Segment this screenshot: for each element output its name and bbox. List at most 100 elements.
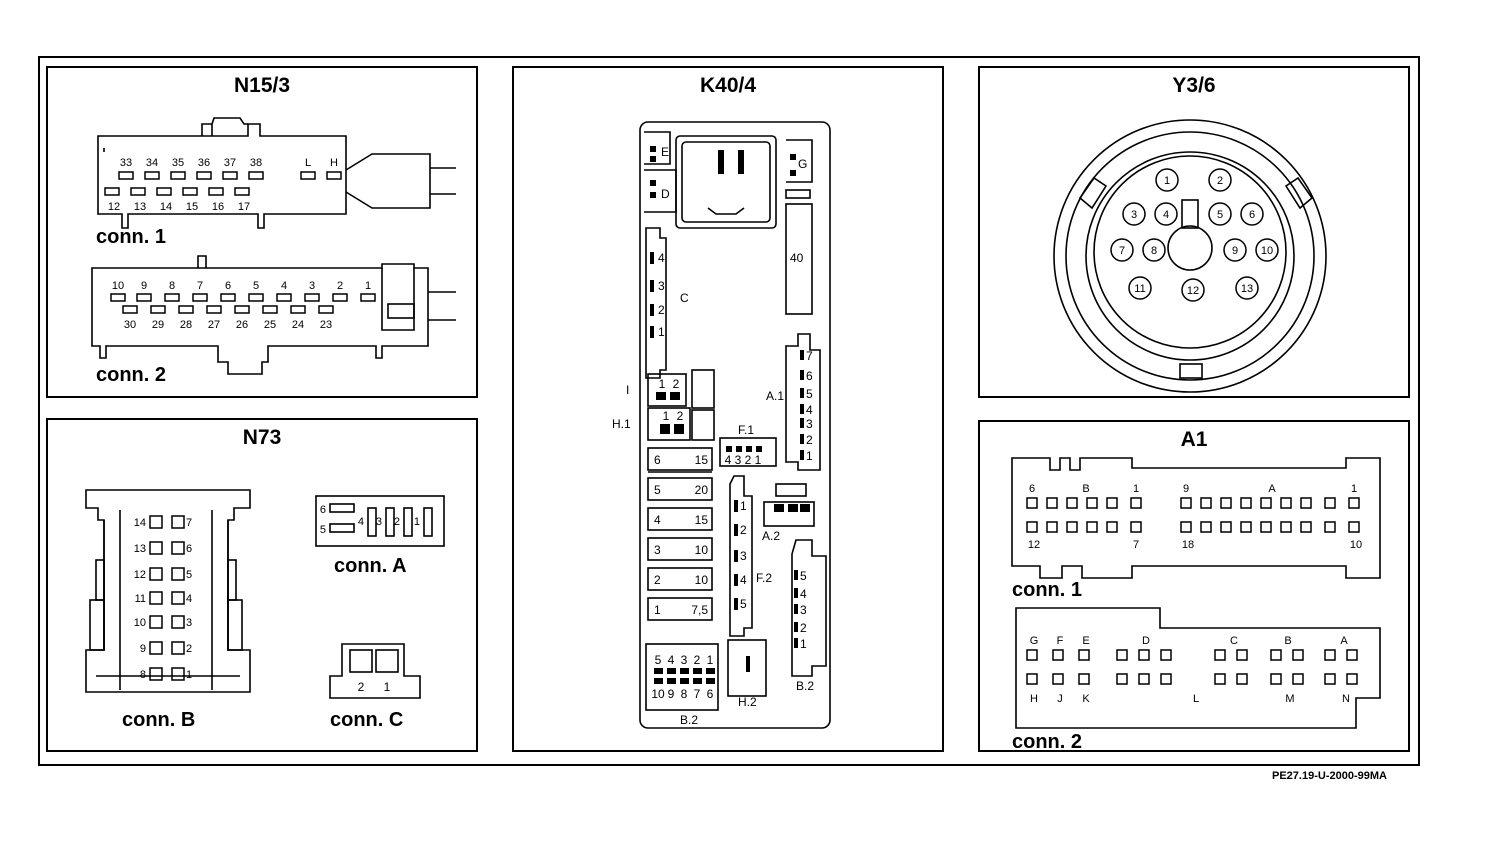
n15-conn2-pin <box>136 293 152 302</box>
n15-conn2-pin <box>122 305 138 314</box>
k40-fuse-number: 2 <box>654 573 661 587</box>
a1-conn2-letter: J <box>1057 693 1063 705</box>
k40-label-c: C <box>680 291 689 305</box>
n15-conn1-pin-label: 17 <box>238 201 250 213</box>
y3-6-pin-label: 12 <box>1187 285 1199 297</box>
n15-conn2-pin-label: 8 <box>169 280 175 292</box>
n15-conn1-pin <box>118 171 134 180</box>
n15-conn1-pin <box>170 171 186 180</box>
y3-6-pin-label: 10 <box>1261 245 1273 257</box>
n15-conn1-pin <box>182 187 198 196</box>
n73-connb-pin <box>171 515 185 529</box>
y3-6-pin <box>1128 276 1152 300</box>
k40-a1-pin <box>800 404 804 414</box>
y3-6-pin-label: 6 <box>1249 209 1255 221</box>
k40-b2b-pin <box>693 668 702 674</box>
n15-conn1-pin-label: H <box>330 157 338 169</box>
n15-conn2-pin <box>332 293 348 302</box>
y3-6-pin-label: 11 <box>1134 283 1145 295</box>
k40-f1-pin-label: 3 <box>735 453 742 467</box>
n15-conn2-pin-label: 6 <box>225 280 231 292</box>
a1-conn2-letter: E <box>1082 635 1089 647</box>
k40-a1-pin-label: 7 <box>806 349 813 363</box>
n15-conn2-pin <box>178 305 194 314</box>
y3-6-pin <box>1122 202 1146 226</box>
n15-conn2-pin-label: 9 <box>141 280 147 292</box>
k40-label-h2: H.2 <box>738 695 757 709</box>
k40-c-pin-label: 3 <box>658 279 665 293</box>
panel-a1 <box>978 420 1410 752</box>
k40-b2b-pin-label: 5 <box>655 653 662 667</box>
a1-conn2-letter: B <box>1284 635 1291 647</box>
n15-conn2-pin <box>360 293 376 302</box>
a1-conn1-pin <box>1260 521 1272 533</box>
a1-conn2-housing <box>1015 607 1381 729</box>
n15-conn1-pin-label: 37 <box>224 157 236 169</box>
a1-conn1-pin <box>1106 497 1118 509</box>
k40-f2-pin <box>734 524 738 536</box>
y3-6-pin-label: 13 <box>1241 283 1253 295</box>
a1-conn1-pin <box>1200 497 1212 509</box>
k40-b2b-pin <box>706 668 715 674</box>
k40-b2b-pin <box>654 668 663 674</box>
n73-connc-pin-label: 2 <box>358 680 365 694</box>
n73-connc-pin-label: 1 <box>384 680 391 694</box>
a1-conn1-pin-label: 18 <box>1182 539 1194 551</box>
k40-b2b-pin-label: 8 <box>681 687 688 701</box>
n15-conn1-pin <box>300 171 316 180</box>
n73-connb-pin-label: 12 <box>134 569 146 581</box>
k40-label-f2: F.2 <box>756 571 772 585</box>
a1-conn1-pin <box>1280 497 1292 509</box>
k40-h1-pin-label: 1 <box>663 409 670 423</box>
a1-conn2-pin <box>1346 649 1358 661</box>
n73-connb-pin <box>149 541 163 555</box>
a1-conn2-pin <box>1116 649 1128 661</box>
n73-connb-pin <box>149 567 163 581</box>
a1-conn2-pin <box>1078 649 1090 661</box>
k40-g-pin <box>790 170 796 176</box>
n15-conn2-pin-label: 25 <box>264 319 276 331</box>
n73-conna-label: conn. A <box>334 555 407 577</box>
a1-conn1-pin <box>1300 497 1312 509</box>
a1-conn2-pin <box>1214 649 1226 661</box>
y3-6-pin-label: 9 <box>1232 245 1238 257</box>
a1-conn1-pin-label: 7 <box>1133 539 1139 551</box>
k40-fuse-number: 4 <box>654 513 661 527</box>
k40-h1-pin-label: 2 <box>677 409 684 423</box>
a1-conn2-letter: D <box>1142 635 1150 647</box>
a1-conn2-pin <box>1292 673 1304 685</box>
a1-conn1-pin <box>1046 521 1058 533</box>
n73-connb-pin-label: 4 <box>186 593 192 605</box>
k40-a1-pin <box>800 450 804 460</box>
k40-label-f1: F.1 <box>738 423 754 437</box>
n73-connb-pin-label: 9 <box>140 643 146 655</box>
a1-conn1-pin <box>1220 497 1232 509</box>
n15-conn1-pin-label: 16 <box>212 201 224 213</box>
k40-a1-pin-label: 2 <box>806 433 813 447</box>
k40-b2b-pin-label: 9 <box>668 687 675 701</box>
k40-f1-pin-label: 2 <box>745 453 752 467</box>
k40-housing <box>639 121 831 729</box>
k40-e-pin <box>650 146 656 152</box>
a1-conn1-pin <box>1180 497 1192 509</box>
a1-conn2-pin <box>1078 673 1090 685</box>
n73-conna-pin-label: 6 <box>320 504 326 516</box>
n15-conn1-pin <box>326 171 342 180</box>
k40-a1-pin <box>800 350 804 360</box>
a1-conn1-pin <box>1106 521 1118 533</box>
k40-f2-pin <box>734 550 738 562</box>
k40-a1-pin-label: 5 <box>806 387 813 401</box>
n15-conn2-pin-label: 3 <box>309 280 315 292</box>
k40-fuse-amperage: 20 <box>695 483 709 497</box>
a1-conn1-pin-label: 1 <box>1351 483 1357 495</box>
k40-b2-pin <box>794 604 798 614</box>
n15-conn2-pin <box>290 305 306 314</box>
n73-conna-pin-label: 4 <box>358 516 364 528</box>
y3-6-pin <box>1240 202 1264 226</box>
panel-n73 <box>46 418 478 752</box>
k40-f1-pin <box>736 446 742 452</box>
k40-b2b-pin-label: 10 <box>651 687 665 701</box>
n15-conn1-pin <box>208 187 224 196</box>
a1-conn2-pin <box>1052 649 1064 661</box>
k40-fuse-number: 5 <box>654 483 661 497</box>
